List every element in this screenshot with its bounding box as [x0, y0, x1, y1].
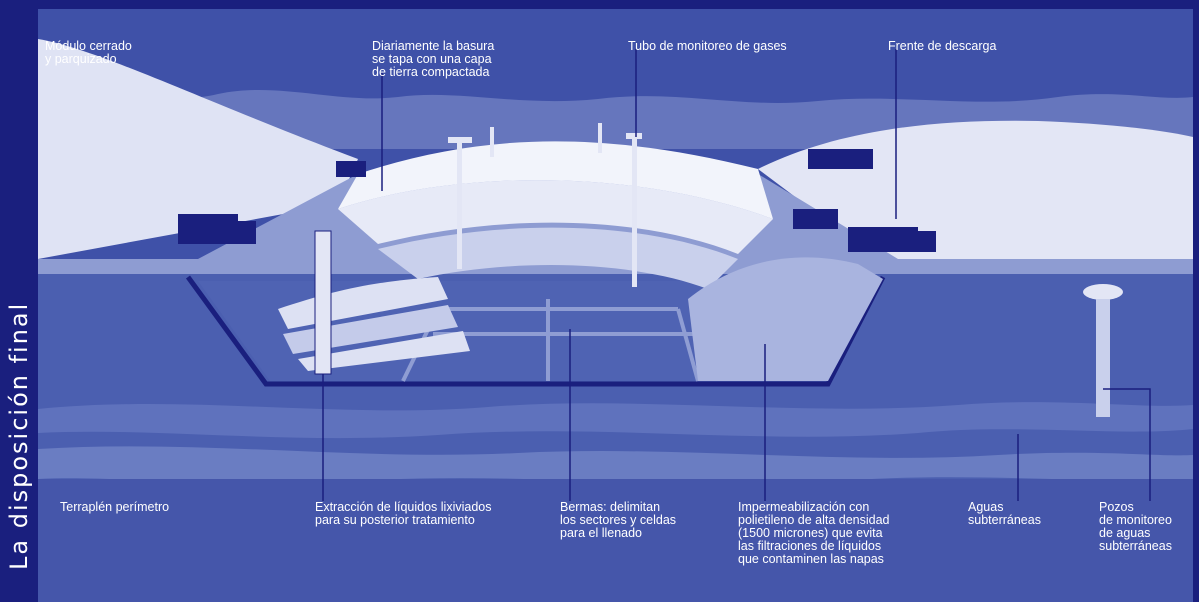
monitoring-well-cap — [1083, 284, 1123, 300]
label-tubo: Tubo de monitoreo de gases — [628, 39, 787, 53]
waste-top-mound — [338, 141, 773, 219]
right-frame-bar — [1193, 0, 1199, 602]
top-frame-bar — [38, 0, 1199, 9]
leader-lines — [322, 49, 1151, 501]
closed-module-mound — [38, 39, 358, 259]
landfill-cross-section — [38, 9, 1193, 602]
waste-layer-5 — [298, 331, 470, 371]
label-terraplen: Terraplén perímetro — [60, 500, 170, 514]
label-aguas: Aguas subterráneas — [968, 500, 1041, 527]
landfill-illustration: Módulo cerrado y parquizado Diariamente … — [38, 9, 1193, 602]
label-frente: Frente de descarga — [888, 39, 997, 53]
waste-layer-2 — [378, 227, 738, 289]
label-impermeabilizacion: Impermeabilización con polietileno de al… — [738, 500, 890, 566]
label-extraccion: Extracción de líquidos lixiviados para s… — [315, 500, 492, 527]
trucks — [178, 149, 936, 252]
discharge-face — [688, 257, 883, 381]
cells — [401, 299, 700, 382]
monitoring-well-shaft — [1096, 299, 1110, 417]
soil-layer-2 — [38, 446, 1193, 484]
label-diariamente: Diariamente la basura se tapa con una ca… — [372, 39, 495, 79]
soil-layer-1 — [38, 402, 1193, 439]
waste-layer-1 — [338, 180, 773, 254]
label-pozos: Pozos de monitoreo de aguas subterráneas — [1099, 500, 1172, 553]
pit-liner — [185, 275, 886, 387]
leachate-column — [314, 230, 332, 375]
label-modulo: Módulo cerrado y parquizado — [45, 39, 132, 66]
label-bermas: Bermas: delimitan los sectores y celdas … — [560, 500, 677, 540]
sidebar: La disposición final — [0, 0, 38, 602]
sidebar-title: La disposición final — [5, 301, 33, 570]
gas-tubes — [448, 123, 642, 287]
label-band — [38, 479, 1193, 602]
